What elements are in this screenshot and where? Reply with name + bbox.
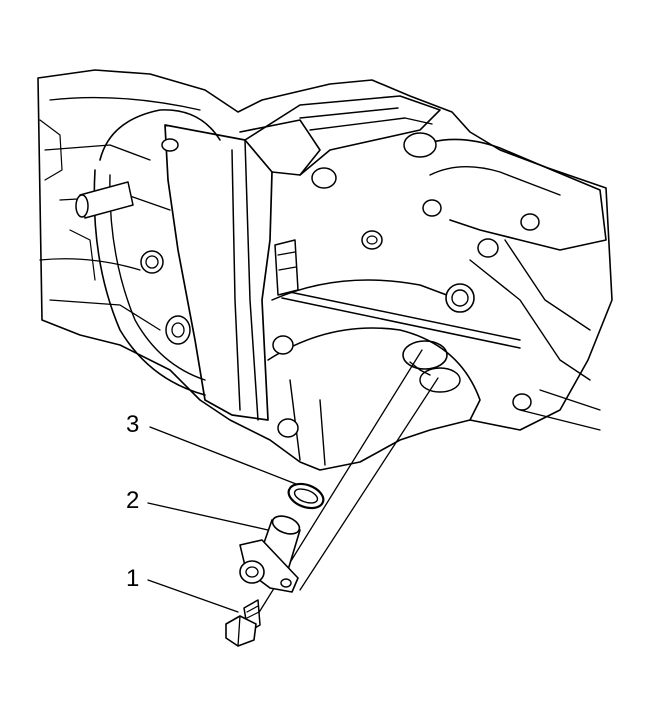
leader-line-1 — [147, 579, 239, 613]
sensor — [239, 515, 301, 593]
sensor-port — [402, 340, 461, 393]
cable-bracket — [274, 239, 299, 296]
alignment-lines — [244, 349, 439, 636]
shaft-stub — [75, 181, 134, 219]
callout-labels: 3 2 1 — [126, 411, 139, 592]
callout-1: 1 — [126, 565, 139, 592]
leader-line-3 — [149, 426, 297, 485]
callout-3: 3 — [126, 411, 139, 438]
o-ring-seal — [287, 482, 325, 510]
leader-lines — [147, 426, 297, 613]
leader-line-2 — [147, 502, 269, 531]
callout-2: 2 — [126, 487, 139, 514]
transmission-housing — [37, 69, 613, 471]
housing-bolt-heads — [140, 132, 540, 438]
bolt — [225, 599, 261, 647]
